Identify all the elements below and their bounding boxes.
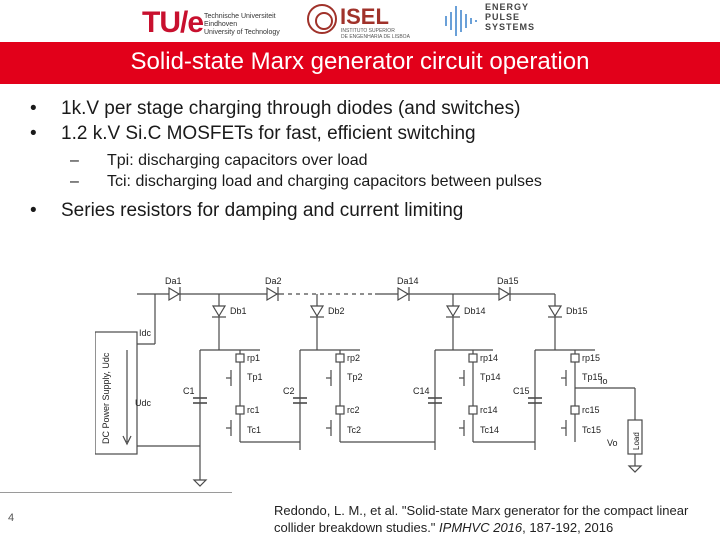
sub-bullet-mark: – [70, 152, 79, 169]
isel-seal-icon [307, 4, 337, 34]
diode-label: Db14 [464, 306, 486, 316]
sub-bullet-text: Tpi: discharging capacitors over load [107, 152, 368, 169]
supply-label: DC Power Supply, Udc [101, 352, 111, 444]
reference-pages: , 187-192, 2016 [522, 520, 614, 535]
isel-line-1: INSTITUTO SUPERIOR [341, 28, 395, 34]
eps-line-1: ENERGY [485, 2, 530, 12]
slide-title: Solid-state Marx generator circuit opera… [130, 48, 590, 75]
sub-bullet-text: Tci: discharging load and charging capac… [107, 173, 542, 190]
resistor-label: rc1 [247, 405, 260, 415]
load-label: Load [632, 432, 641, 450]
resistor-label: rp15 [582, 353, 600, 363]
resistor-label: rp1 [247, 353, 260, 363]
page-number: 4 [8, 512, 15, 524]
tue-logo-text: Technische Universiteit Eindhoven Univer… [204, 13, 294, 37]
capacitor-label: C14 [413, 386, 430, 396]
bullet-text: Series resistors for damping and current… [61, 200, 464, 221]
reference-citation: Redondo, L. M., et al. "Solid-state Marx… [274, 502, 704, 536]
bullet-mark: • [30, 200, 37, 221]
eps-logo-text: ENERGY PULSE SYSTEMS [485, 2, 545, 32]
bullet-list: • 1k.V per stage charging through diodes… [30, 96, 700, 223]
resistor-label: rc15 [582, 405, 600, 415]
tue-logo-mark: TU/e [142, 6, 204, 39]
isel-logo-name: ISEL [340, 4, 389, 29]
switch-label: Tc14 [480, 425, 499, 435]
udc-label: Udc [135, 398, 152, 408]
diode-label: Da15 [497, 276, 519, 286]
tue-line-3: University of Technology [204, 29, 280, 36]
sub-bullet-mark: – [70, 173, 79, 190]
eps-line-3: SYSTEMS [485, 22, 536, 32]
output-voltage-label: Vo [607, 438, 618, 448]
diode-label: Db1 [230, 306, 247, 316]
bullet-text: 1.2 k.V Si.C MOSFETs for fast, efficient… [61, 123, 476, 144]
reference-venue: IPMHVC 2016 [439, 520, 523, 535]
diode-label: Da14 [397, 276, 419, 286]
switch-label: Tc2 [347, 425, 361, 435]
isel-line-2: DE ENGENHARIA DE LISBOA [341, 34, 410, 40]
diode-label: Da2 [265, 276, 282, 286]
capacitor-label: C15 [513, 386, 530, 396]
sub-bullet-item: – Tpi: discharging capacitors over load [30, 150, 700, 171]
title-bar [0, 42, 720, 84]
switch-label: Tp15 [582, 372, 603, 382]
switch-label: Tp1 [247, 372, 263, 382]
bullet-text: 1k.V per stage charging through diodes (… [61, 98, 521, 119]
bullet-item: • 1.2 k.V Si.C MOSFETs for fast, efficie… [30, 121, 700, 146]
logo-strip: TU/e Technische Universiteit Eindhoven U… [0, 0, 720, 42]
resistor-label: rp2 [347, 353, 360, 363]
pulse-wave-icon [445, 6, 477, 36]
switch-label: Tp14 [480, 372, 501, 382]
isel-logo-text: INSTITUTO SUPERIOR DE ENGENHARIA DE LISB… [341, 28, 451, 40]
sub-bullet-item: – Tci: discharging load and charging cap… [30, 171, 700, 192]
bullet-item: • Series resistors for damping and curre… [30, 198, 700, 223]
bullet-mark: • [30, 123, 37, 144]
output-current-label: Io [600, 376, 608, 386]
marx-circuit-diagram: DC Power Supply, Udc Idc Udc Da1 Da2 Da1… [95, 276, 643, 487]
eps-line-2: PULSE [485, 12, 521, 22]
footer-divider [0, 492, 232, 493]
switch-label: Tc15 [582, 425, 601, 435]
bullet-mark: • [30, 98, 37, 119]
capacitor-label: C2 [283, 386, 295, 396]
resistor-label: rp14 [480, 353, 498, 363]
reference-text: Redondo, L. M., et al. "Solid-state Marx… [274, 503, 689, 535]
bullet-item: • 1k.V per stage charging through diodes… [30, 96, 700, 121]
diode-label: Db2 [328, 306, 345, 316]
capacitor-label: C1 [183, 386, 195, 396]
switch-label: Tp2 [347, 372, 363, 382]
idc-label: Idc [139, 328, 152, 338]
switch-label: Tc1 [247, 425, 261, 435]
diode-label: Da1 [165, 276, 182, 286]
diode-label: Db15 [566, 306, 588, 316]
tue-line-2: Eindhoven [204, 21, 238, 28]
tue-line-1: Technische Universiteit [204, 13, 276, 20]
resistor-label: rc2 [347, 405, 360, 415]
resistor-label: rc14 [480, 405, 498, 415]
eps-logo: ENERGY PULSE SYSTEMS [443, 2, 534, 45]
